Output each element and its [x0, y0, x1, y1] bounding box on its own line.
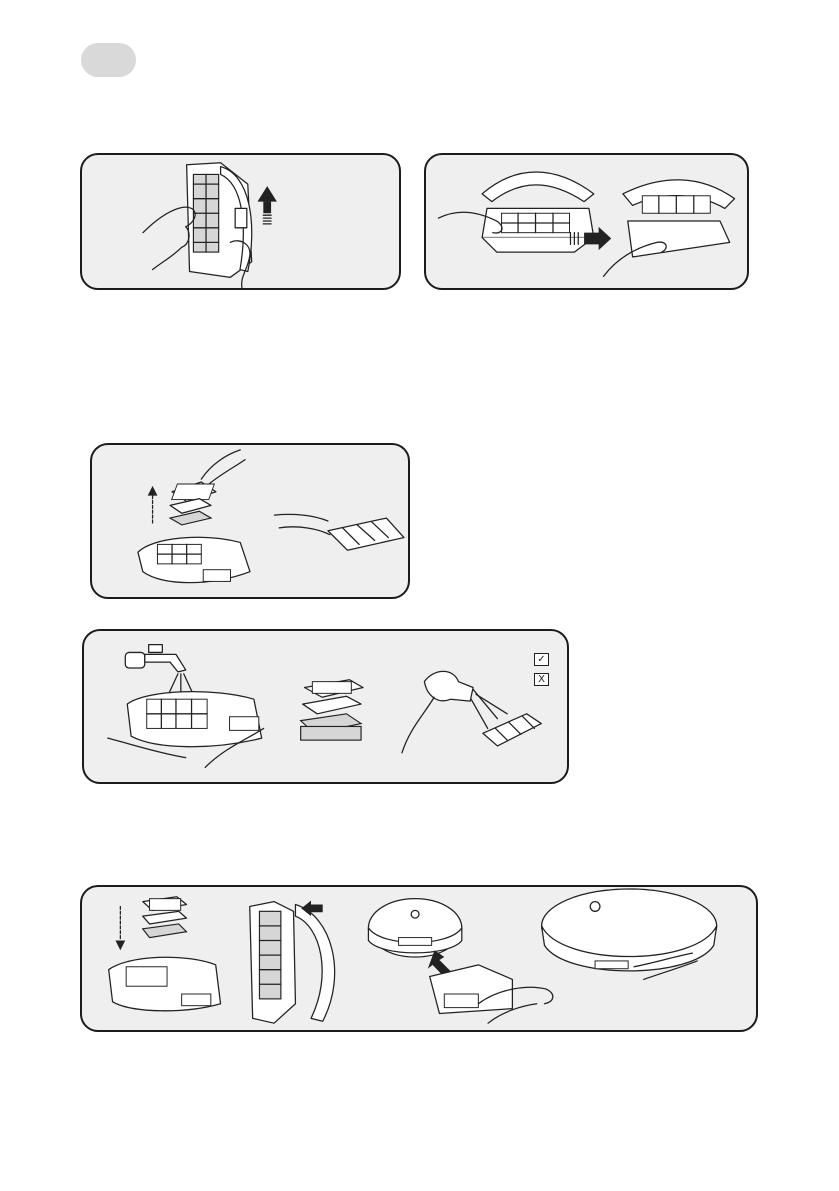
illustration-panel-remove-filter — [90, 443, 410, 599]
filter-wash-illustration — [84, 631, 567, 782]
dustbin-lift-illustration — [82, 155, 399, 288]
dustbin-open-illustration — [426, 155, 747, 288]
cross-icon: X — [534, 673, 549, 686]
check-icon: ✓ — [534, 653, 549, 666]
illustration-panel-reinstall — [80, 885, 758, 1032]
filter-remove-illustration — [92, 445, 408, 597]
illustration-panel-open-dustbin — [424, 153, 749, 290]
illustration-panel-remove-dustbin — [80, 153, 401, 290]
section-badge — [81, 43, 136, 77]
illustration-panel-wash-filter: ✓ X — [82, 629, 569, 784]
reinstall-illustration — [82, 887, 756, 1030]
